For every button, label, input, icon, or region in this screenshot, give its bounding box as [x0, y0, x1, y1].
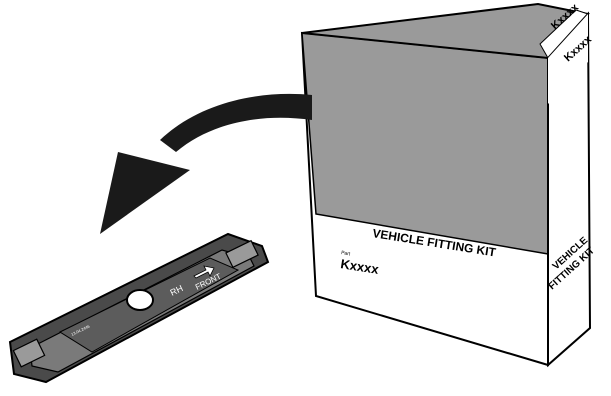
arrow-head [100, 152, 190, 234]
box-side-grey-panel [548, 14, 588, 104]
bracket-left-slot [12, 338, 46, 368]
curved-arrow-icon [100, 93, 312, 234]
box-front-part-prefix: Part [341, 250, 352, 257]
arrow-body [160, 93, 312, 152]
front-direction-arrow-icon [193, 265, 215, 279]
vehicle-bracket: RH FRONT 13.04.2446 [8, 232, 270, 384]
bracket-hole [126, 289, 154, 311]
box-front-part-code: Kxxxx [340, 256, 381, 277]
bracket-right-slot [225, 239, 259, 269]
fitting-kit-box: Kxxxx Kxxxx VEHICLE FITTING KIT Part Kxx… [300, 1, 597, 368]
